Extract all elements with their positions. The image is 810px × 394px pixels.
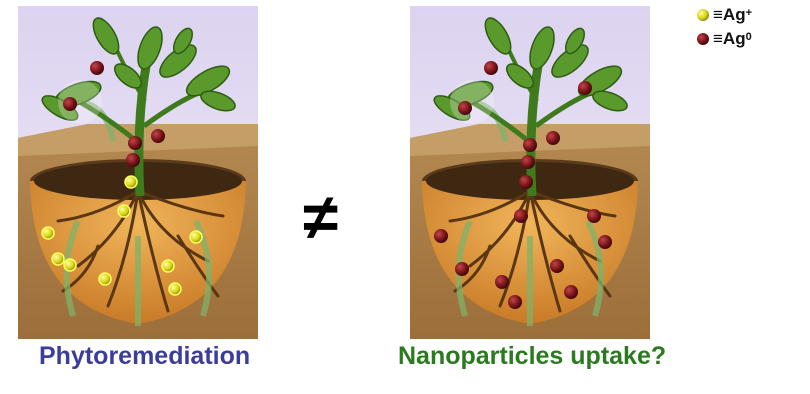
legend-item-ag-plus: ≡Ag+ xyxy=(696,3,806,27)
ag-ion-particle xyxy=(190,231,202,243)
ag-nanoparticle xyxy=(508,295,522,309)
ag-ion-particle xyxy=(52,253,64,265)
ag-ion-icon xyxy=(696,8,710,22)
ag-nanoparticle xyxy=(484,61,498,75)
ag-nanoparticle xyxy=(455,262,469,276)
caption-phytoremediation: Phytoremediation xyxy=(39,342,250,371)
caption-nanoparticles-uptake: Nanoparticles uptake? xyxy=(398,342,666,371)
nanoparticle-uptake-illustration xyxy=(410,6,650,339)
legend-label: ≡Ag xyxy=(713,29,746,49)
ag-nanoparticle xyxy=(458,101,472,115)
ag-nanoparticle xyxy=(519,175,533,189)
ag-nanoparticle-icon xyxy=(696,32,710,46)
legend-label: ≡Ag xyxy=(713,5,746,25)
ag-nanoparticle xyxy=(587,209,601,223)
phytoremediation-illustration xyxy=(18,6,258,339)
ag-nanoparticle xyxy=(598,235,612,249)
ag-nanoparticle-in-plant xyxy=(126,153,140,167)
ag-ion-particle xyxy=(169,283,181,295)
ag-nanoparticle xyxy=(514,209,528,223)
ag-ion-particle xyxy=(42,227,54,239)
ag-nanoparticle xyxy=(578,81,592,95)
ag-nanoparticle xyxy=(434,229,448,243)
ag-nanoparticle xyxy=(521,155,535,169)
legend-superscript: 0 xyxy=(746,31,752,43)
ag-nanoparticle-in-plant xyxy=(63,97,77,111)
ag-nanoparticle xyxy=(523,138,537,152)
ag-ion-particle xyxy=(125,176,137,188)
ag-nanoparticle xyxy=(564,285,578,299)
legend-superscript: + xyxy=(746,7,752,19)
plant-in-soil-drawing xyxy=(18,6,258,339)
plant-in-soil-drawing xyxy=(410,6,650,339)
ag-ion-particle xyxy=(64,259,76,271)
ag-nanoparticle xyxy=(495,275,509,289)
ag-nanoparticle xyxy=(550,259,564,273)
ag-nanoparticle-in-plant xyxy=(128,136,142,150)
ag-ion-particle xyxy=(162,260,174,272)
ag-nanoparticle-in-plant xyxy=(151,129,165,143)
ag-ion-particle xyxy=(118,205,130,217)
ag-ion-particle xyxy=(99,273,111,285)
ag-nanoparticle xyxy=(546,131,560,145)
ag-nanoparticle-in-plant xyxy=(90,61,104,75)
not-equal-sign: ≠ xyxy=(303,185,338,249)
